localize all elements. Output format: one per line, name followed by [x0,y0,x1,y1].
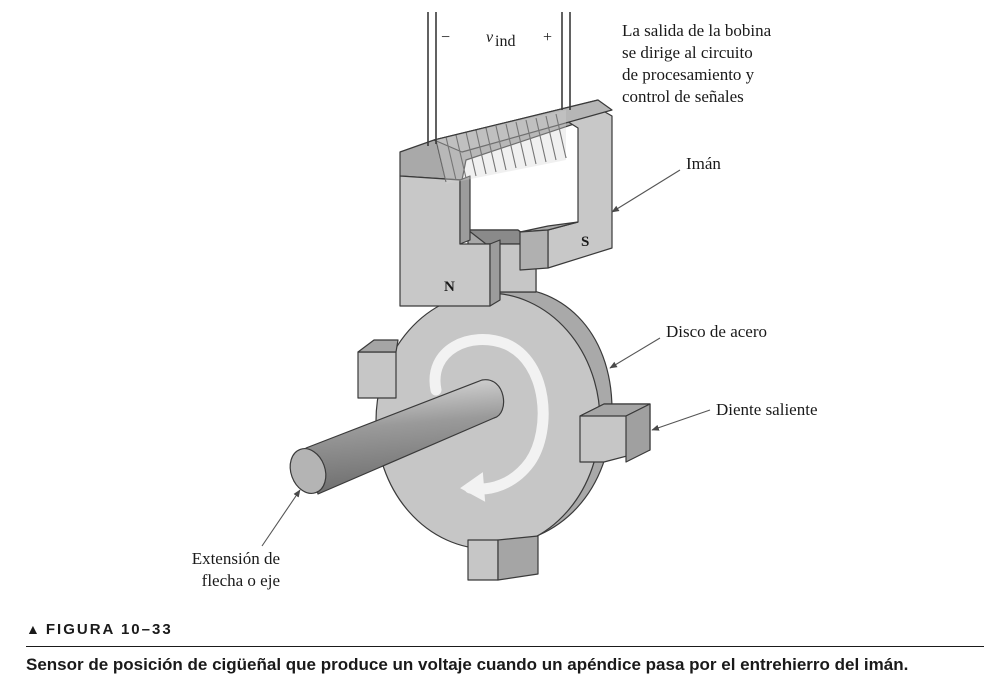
south-pole-label: S [581,234,589,250]
minus-sign: − [441,29,450,46]
shaft-label: Extensión de flecha o eje [191,549,280,590]
tooth-label: Diente saliente [716,400,818,419]
tooth-bottom [467,535,539,581]
steel-disc-label: Disco de acero [666,322,768,341]
coil [435,113,567,183]
tooth-left [357,339,399,399]
voltage-symbol: v [486,29,494,46]
figure-title: ▲FIGURA 10–33 [26,621,173,638]
disc-leader [609,337,661,369]
plus-sign: + [543,29,552,46]
shaft-end [289,448,327,494]
north-pole-label: N [444,279,455,295]
crankshaft-sensor-diagram: − v ind + N S [261,12,711,581]
tooth-right [579,403,651,463]
tooth-leader [651,409,711,431]
shaft [305,379,505,495]
voltage-subscript: ind [495,33,515,50]
figure-caption: Sensor de posición de cigüeñal que produ… [26,655,909,674]
shaft-leader [261,489,301,547]
magnet [399,99,613,307]
magnet-label: Imán [686,154,721,173]
rotation-arrow [429,334,549,495]
magnet-leader [611,169,681,213]
triangle-icon: ▲ [26,621,40,637]
coil-output-label: La salida de la bobina se dirige al circ… [622,21,772,106]
caption-divider [26,646,984,647]
coil-leads [427,12,571,146]
